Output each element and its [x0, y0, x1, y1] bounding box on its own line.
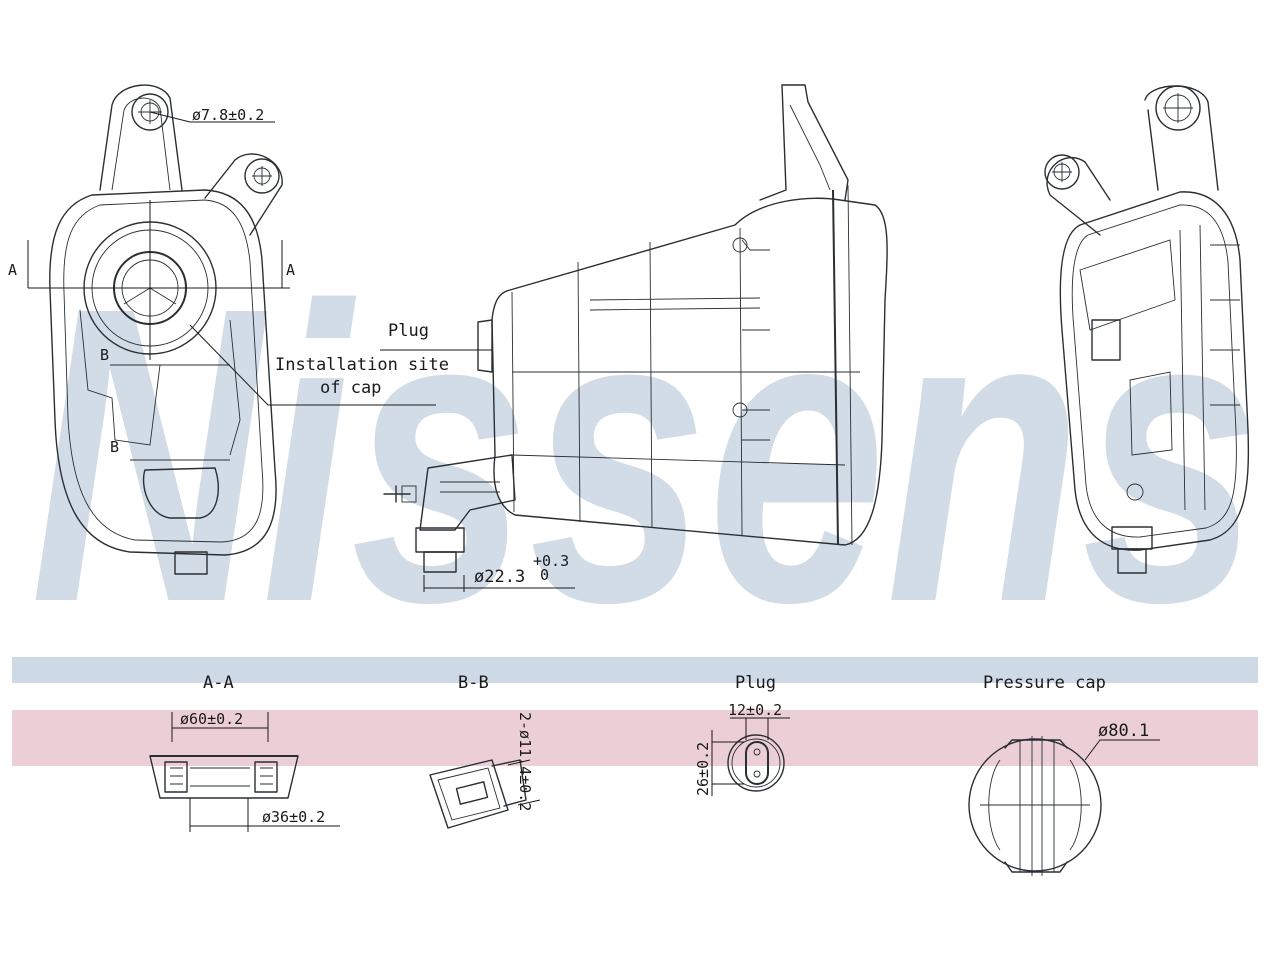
section-a-left-label: A — [8, 261, 17, 279]
pipe-tol-lower: 0 — [540, 566, 549, 584]
section-plug: 12±0.2 26±0.2 — [694, 701, 790, 796]
section-bb: 2-ø11.4±0.2 — [429, 712, 541, 829]
pipe-tol-upper: +0.3 — [533, 552, 569, 570]
bb-hole-dim: 2-ø11.4±0.2 — [516, 712, 534, 811]
plug-callout-label: Plug — [388, 321, 429, 341]
hole-diameter-dim: ø7.8±0.2 — [192, 106, 264, 124]
plug-width-dim: 12±0.2 — [728, 701, 782, 719]
aa-outer-dim: ø60±0.2 — [180, 710, 243, 728]
section-b-top-label: B — [100, 346, 109, 364]
plug-height-dim: 26±0.2 — [694, 742, 712, 796]
pipe-diameter-dim: ø22.3 — [474, 567, 525, 587]
side-view: Plug Installation site of cap ø22.3 +0.3… — [189, 84, 888, 592]
aa-inner-dim: ø36±0.2 — [262, 808, 325, 826]
section-pressure-cap: ø80.1 — [968, 721, 1160, 876]
section-cap-title: Pressure cap — [983, 673, 1106, 693]
section-aa: ø60±0.2 ø36±0.2 — [149, 710, 340, 832]
section-b-bottom-label: B — [110, 438, 119, 456]
section-a-right-label: A — [286, 261, 295, 279]
install-site-label-1: Installation site — [275, 355, 449, 375]
install-site-label-2: of cap — [320, 378, 381, 398]
front-view: A A B B ø7.8±0.2 — [8, 84, 295, 575]
section-aa-title: A-A — [203, 673, 234, 693]
brand-watermark: Nissens — [30, 221, 1260, 690]
cap-diameter-dim: ø80.1 — [1098, 721, 1149, 741]
section-bb-title: B-B — [458, 673, 489, 693]
section-plug-title: Plug — [735, 673, 776, 693]
divider-band-blue — [12, 657, 1258, 683]
rear-view — [1044, 85, 1250, 574]
